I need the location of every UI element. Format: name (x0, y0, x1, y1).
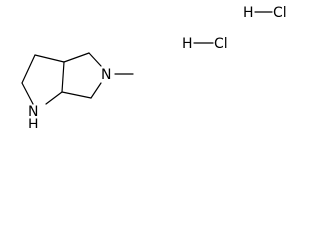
atom-label-n-methyl: N (101, 67, 111, 83)
salt-1-chlorine: Cl (273, 5, 287, 21)
bond-c4-n5 (88, 52, 102, 67)
salt-2-chlorine: Cl (214, 36, 228, 52)
bond-c3-c2 (21, 54, 36, 84)
bond-n5-c6 (90, 82, 102, 99)
salt-1-hydrogen: H (243, 5, 254, 21)
bond-n1-c6a (45, 91, 63, 105)
bond-c6-c6a (61, 91, 92, 99)
bond-c2-n1 (21, 82, 34, 105)
salt-2-hydrogen: H (182, 36, 193, 52)
bond-c3a-c4 (63, 52, 90, 63)
bond-c6a-c3a (61, 61, 65, 93)
atom-label-nh-hydrogen: H (28, 117, 39, 128)
bond-c3a-c3 (34, 54, 65, 63)
chemical-structure: N H N H Cl H Cl (21, 5, 287, 128)
atom-label-nh: N (28, 104, 38, 120)
